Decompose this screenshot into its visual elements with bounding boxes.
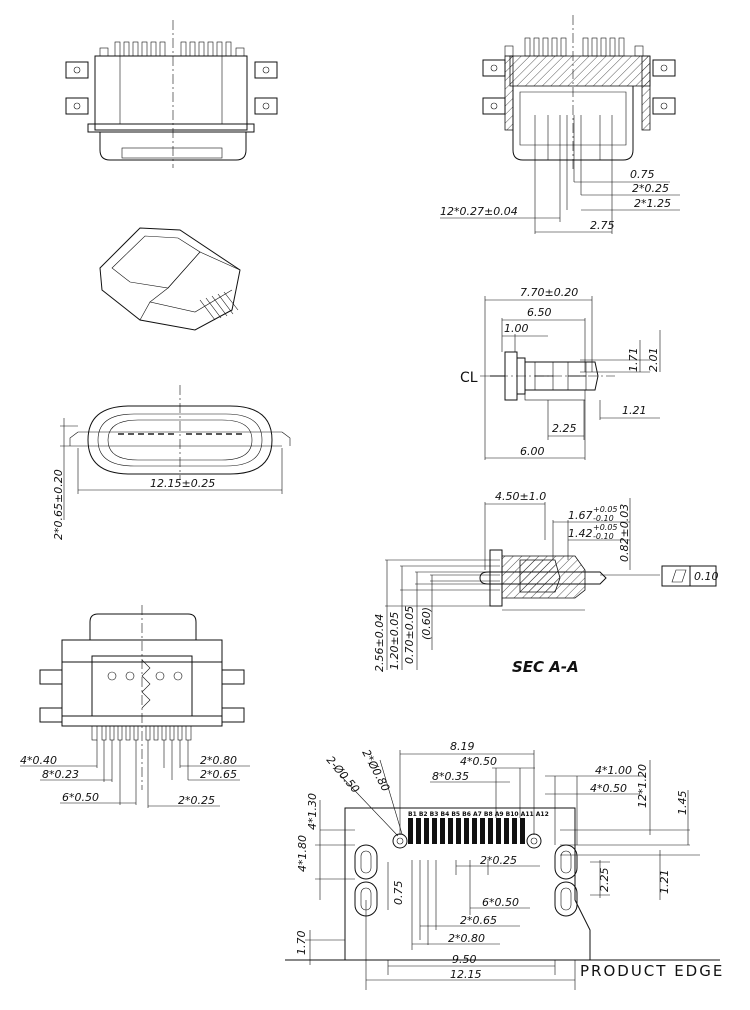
- fp-w7: 12.15: [450, 968, 482, 981]
- fp-w3: 8*0.35: [432, 770, 469, 783]
- bottom-dim-a: 4*0.40: [20, 754, 57, 767]
- dim-height-2: 2.01: [647, 348, 660, 373]
- section-dim-1: 4.50±1.0: [495, 490, 546, 503]
- section-dim-3-dn: -0.10: [593, 532, 614, 541]
- fp-h2: 1.45: [676, 791, 689, 816]
- product-edge-label: PRODUCT EDGE: [580, 962, 724, 980]
- flatness-frame: [661, 565, 717, 587]
- section-view: 0.10 4.50±1.0 1.67 +0.05 -0.10 1.42 +0.0…: [373, 490, 719, 676]
- fp-hole2: 2-Ø0.50: [324, 754, 362, 796]
- fp-p2: 0.75: [392, 881, 405, 906]
- fp-w1: 8.19: [450, 740, 475, 753]
- fp-w2: 4*0.50: [460, 755, 497, 768]
- bottom-view: 4*0.40 8*0.23 6*0.50 2*0.80 2*0.65 2*0.2…: [20, 605, 250, 808]
- dim-pitch: 0.75: [630, 168, 655, 181]
- centerline-label: CL: [460, 370, 478, 386]
- top-view: [65, 20, 278, 168]
- bottom-dim-c: 6*0.50: [62, 791, 99, 804]
- bottom-dim-d: 2*0.80: [200, 754, 237, 767]
- bottom-dim-e: 2*0.65: [200, 768, 237, 781]
- bottom-dim-f: 2*0.25: [178, 794, 215, 807]
- dim-pins: 12*0.27±0.04: [440, 205, 518, 218]
- section-v2: 1.20±0.05: [388, 612, 401, 670]
- fp-w4: 4*1.00: [595, 764, 632, 777]
- fp-r1: 2.25: [598, 868, 611, 893]
- dim-span: 2.75: [590, 219, 615, 232]
- dim-pin-spacing: 2*1.25: [634, 197, 671, 210]
- dim-length-2: 6.50: [527, 306, 552, 319]
- fp-s1: 4*1.30: [306, 793, 319, 830]
- fp-w5: 4*0.50: [590, 782, 627, 795]
- bottom-dim-b: 8*0.23: [42, 768, 79, 781]
- front-view: 12.15±0.25 2*0.65±0.20: [52, 385, 291, 540]
- section-dim-2: 1.67: [568, 509, 593, 522]
- section-v4: (0.60): [420, 607, 433, 640]
- pcb-footprint: PRODUCT EDGE B1 B2 B3 B4 B5 B6 A7 B8 A9 …: [285, 740, 724, 990]
- rear-view: 0.75 2*0.25 2*1.25 12*0.27±0.04 2.75: [440, 15, 680, 234]
- section-v1: 2.56±0.04: [373, 614, 386, 672]
- section-v3: 0.70±0.05: [403, 606, 416, 664]
- fp-p4: 2*0.65: [460, 914, 497, 927]
- dim-length: 7.70±0.20: [520, 286, 578, 299]
- section-dim-4: 0.82±0.03: [618, 504, 631, 562]
- section-dim-2-up: +0.05: [593, 505, 618, 514]
- dim-bottom: 6.00: [520, 445, 545, 458]
- dim-tail: 2.25: [552, 422, 577, 435]
- footprint-pads: [408, 818, 525, 844]
- dim-pin-width: 2*0.25: [632, 182, 669, 195]
- section-dim-2-dn: -0.10: [593, 514, 614, 523]
- fp-s2: 4*1.80: [296, 835, 309, 872]
- pin-labels: B1 B2 B3 B4 B5 B6 A7 B8 A9 B10 A11 A12: [408, 811, 549, 818]
- fp-e1: 1.70: [295, 931, 308, 956]
- isometric-view: [99, 227, 241, 331]
- fp-p5: 2*0.80: [448, 932, 485, 945]
- fp-w6: 9.50: [452, 953, 477, 966]
- side-view: CL 7.70±: [460, 286, 661, 460]
- section-title: SEC A-A: [512, 658, 579, 676]
- fp-p1: 2*0.25: [480, 854, 517, 867]
- section-dim-3: 1.42: [568, 527, 593, 540]
- fp-p3: 6*0.50: [482, 896, 519, 909]
- flatness-value: 0.10: [694, 570, 719, 583]
- section-dim-3-up: +0.05: [593, 523, 618, 532]
- dim-width: 12.15±0.25: [150, 477, 215, 490]
- fp-r2: 1.21: [658, 870, 671, 895]
- dim-length-3: 1.00: [504, 322, 529, 335]
- dim-height-1: 1.71: [627, 348, 640, 373]
- fp-hole1: 2*Ø0.80: [359, 747, 392, 793]
- dim-offset: 1.21: [622, 404, 647, 417]
- dim-height: 2*0.65±0.20: [52, 469, 65, 540]
- fp-h1: 12*1.20: [636, 764, 649, 808]
